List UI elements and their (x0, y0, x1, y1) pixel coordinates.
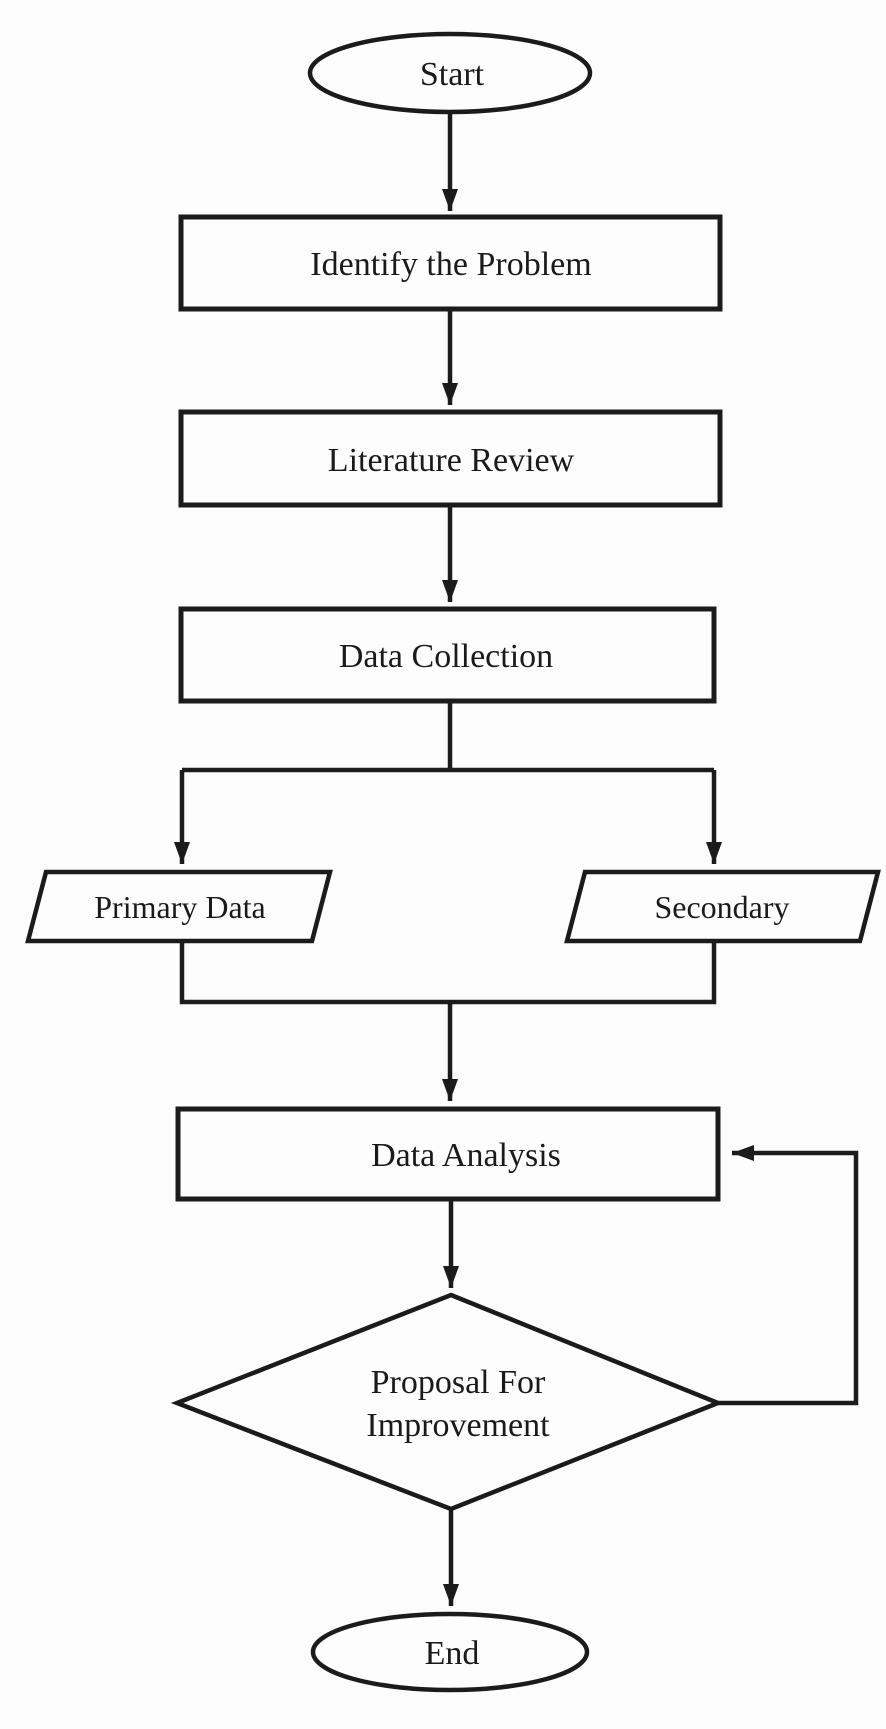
node-start-label: Start (420, 56, 485, 93)
node-end (310, 1611, 590, 1693)
node-end-label: End (425, 1635, 480, 1672)
connector-decision-feedback-loop (718, 1145, 859, 1406)
node-proposal-decision-label-line1: Proposal For (371, 1364, 546, 1401)
node-data-collection-label: Data Collection (339, 638, 553, 675)
node-data-analysis-label: Data Analysis (371, 1137, 561, 1174)
node-primary-data-label: Primary Data (94, 889, 266, 925)
node-primary-data (25, 869, 333, 944)
node-data-analysis (175, 1106, 721, 1202)
node-identify-problem (178, 214, 723, 312)
node-secondary-data (564, 869, 881, 944)
node-literature-review-label: Literature Review (328, 442, 575, 479)
node-literature-review (178, 409, 723, 508)
connector-merge (179, 941, 717, 1005)
node-identify-problem-label: Identify the Problem (310, 246, 591, 283)
node-proposal-decision (170, 1292, 725, 1512)
node-secondary-data-label: Secondary (654, 889, 789, 925)
node-start (307, 31, 593, 115)
connector-collection-split (182, 701, 714, 773)
node-data-collection (178, 606, 717, 704)
node-proposal-decision-label-line2: Improvement (366, 1407, 550, 1444)
